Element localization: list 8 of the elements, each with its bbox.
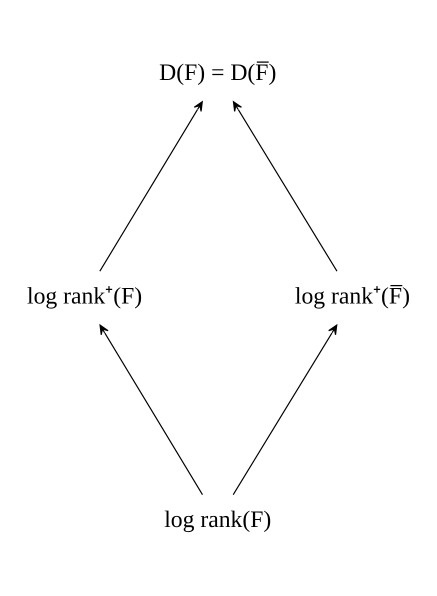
arrow xyxy=(100,324,203,495)
arrow xyxy=(232,324,338,495)
node-text: log rank⁺(F) xyxy=(27,284,142,310)
node-text: D(F) = D(F̅) xyxy=(159,60,276,86)
arrow xyxy=(232,101,338,272)
node-text: log rank⁺(F̅) xyxy=(294,284,410,310)
arrow xyxy=(99,101,203,272)
node-text: log rank(F) xyxy=(164,507,272,534)
